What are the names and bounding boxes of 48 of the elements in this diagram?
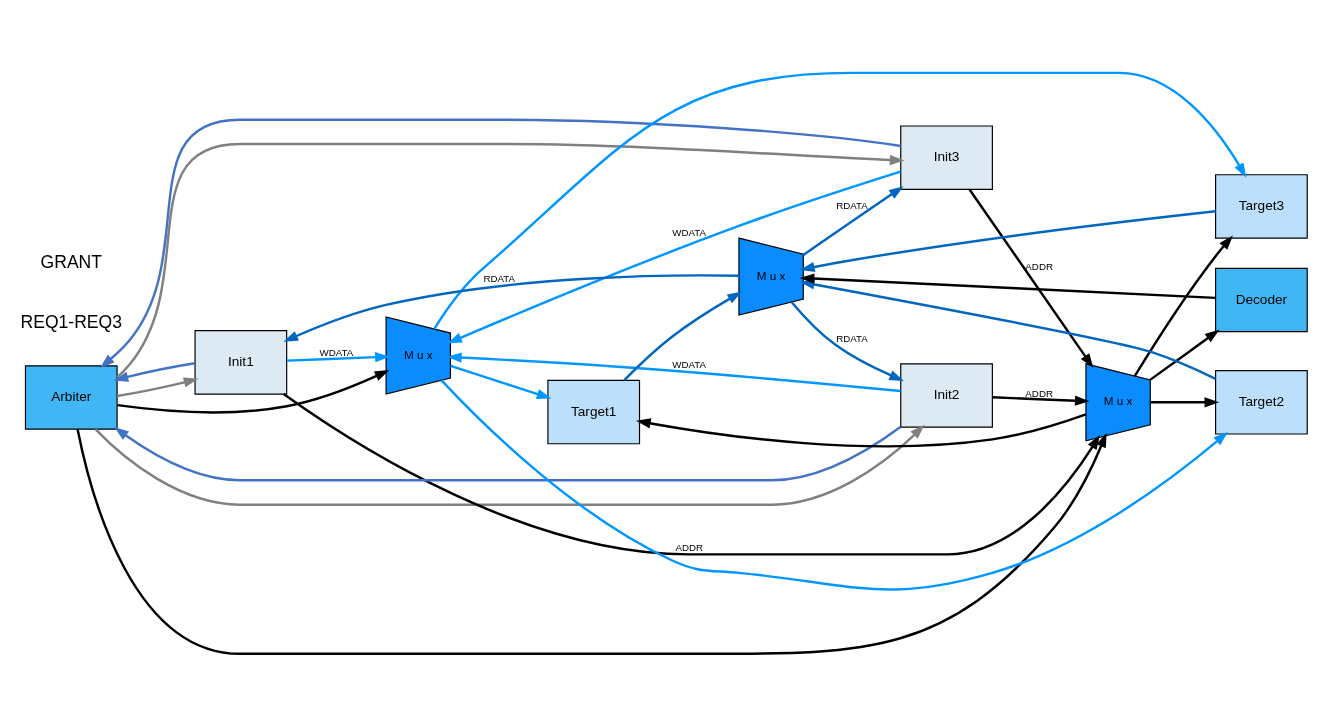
arrow — [117, 369, 390, 413]
arrow — [113, 361, 196, 382]
arrow — [802, 185, 904, 256]
node-box: Init1 — [194, 329, 288, 395]
edge-label: ADDR — [1025, 260, 1053, 272]
node-box: M u x — [385, 315, 452, 395]
edge-label: RDATA — [836, 199, 868, 211]
arrow — [283, 273, 739, 342]
node-box: Init3 — [900, 124, 993, 190]
arrow — [282, 392, 1100, 556]
node-box: Target1 — [547, 379, 641, 444]
arrow — [433, 71, 1247, 329]
edge-label: RDATA — [483, 272, 515, 284]
edge-label: ADDR — [1025, 386, 1053, 398]
arrow — [440, 379, 1228, 591]
edge-label: RDATA — [836, 332, 868, 344]
arrow — [446, 351, 901, 392]
arrow — [1133, 234, 1233, 377]
arrow — [1149, 329, 1220, 381]
arrow — [450, 364, 552, 399]
arrow — [992, 395, 1090, 406]
arrow — [790, 301, 904, 381]
arrow — [94, 424, 925, 506]
arrow — [447, 169, 901, 343]
edge-label: WDATA — [672, 226, 707, 238]
label: GRANT — [40, 251, 102, 272]
edge-label: ADDR — [675, 541, 704, 553]
arrow — [287, 351, 390, 362]
arrow — [636, 412, 1087, 447]
edge-label: WDATA — [672, 358, 707, 370]
arrow — [799, 209, 1216, 272]
edge-label: WDATA — [319, 346, 354, 358]
node-box: Init2 — [900, 362, 993, 428]
arrow — [968, 188, 1094, 368]
arrow — [100, 117, 901, 368]
node-box: M u x — [738, 236, 804, 316]
node-box: M u x — [1085, 362, 1151, 442]
node-box: Target3 — [1215, 173, 1308, 239]
arrow — [114, 425, 902, 482]
arrow — [623, 291, 743, 381]
node-box: Target2 — [1215, 369, 1308, 435]
label: REQ1-REQ3 — [20, 311, 122, 332]
arrow — [76, 428, 1107, 655]
arrow — [116, 376, 199, 397]
node-box: Arbiter — [24, 364, 118, 430]
arrow — [1150, 396, 1220, 407]
node-box: Decoder — [1215, 267, 1308, 332]
arrow — [116, 142, 905, 378]
